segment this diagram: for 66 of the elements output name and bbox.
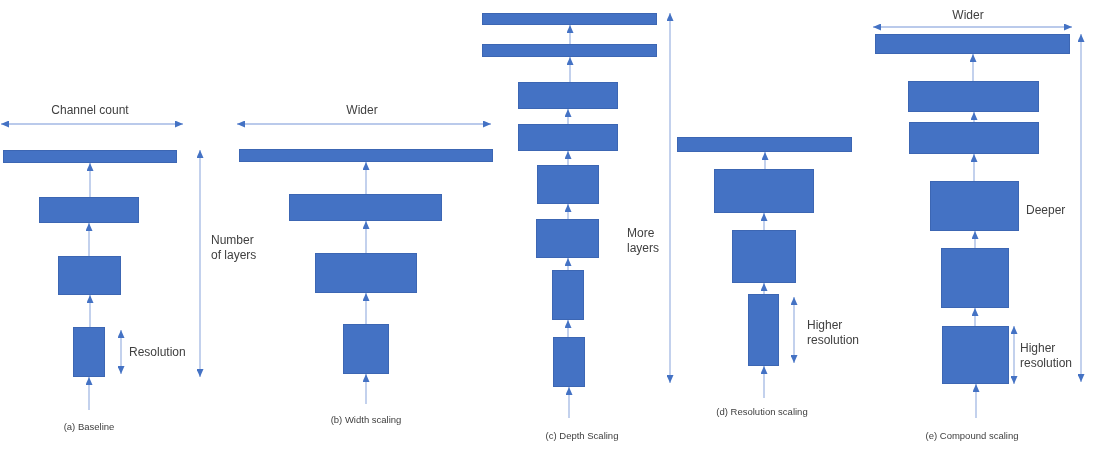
layer-block [39,197,139,223]
dimension-label: Number of layers [211,233,258,263]
arrow [564,257,572,271]
layer-block [518,82,618,109]
layer-block [518,124,618,151]
layer-block [908,81,1039,112]
layer-block [289,194,442,221]
dimension-label: Deeper [1026,203,1066,218]
layer-block [553,337,585,387]
arrow [970,111,978,123]
dimension-label: More layers [627,226,660,256]
arrow [362,220,370,254]
panel-caption: (d) Resolution scaling [716,406,808,418]
layer-block [58,256,121,295]
layer-block [536,219,599,258]
arrow [85,222,93,257]
dimension-label: Higher resolution [807,318,861,348]
arrow [760,365,768,399]
arrow [564,319,572,338]
layer-block [677,137,852,152]
arrow [971,230,979,249]
layer-block [748,294,779,366]
layer-block [239,149,493,162]
arrow [971,307,979,327]
arrow [761,151,769,170]
layer-block [714,169,814,213]
layer-block [315,253,417,293]
dimension-label: Wider [952,8,984,23]
dimension-label: Wider [346,103,378,118]
arrow [564,203,572,220]
layer-block [343,324,389,374]
arrow [362,373,370,405]
layer-block [482,13,657,25]
arrow [86,294,94,328]
panel-caption: (b) Width scaling [330,414,402,426]
arrow [972,383,980,419]
layer-block [537,165,599,204]
layer-block [909,122,1039,154]
layer-block [875,34,1070,54]
arrow [564,108,572,125]
layer-block [941,248,1009,308]
arrow [86,162,94,198]
arrow [566,24,574,45]
arrow [760,282,768,295]
layer-block [482,44,657,57]
dimension-label: Channel count [51,103,129,118]
layer-block [942,326,1009,384]
layer-block [930,181,1019,231]
arrow [565,386,573,419]
arrow [362,161,370,195]
layer-block [73,327,105,377]
layer-block [3,150,177,163]
arrow [85,376,93,411]
layer-block [552,270,584,320]
arrow [969,53,977,82]
dimension-label: Resolution [129,345,186,360]
dimension-label: Higher resolution [1020,341,1074,371]
panel-caption: (c) Depth Scaling [545,430,619,442]
arrow [970,153,978,182]
panel-caption: (a) Baseline [63,421,115,433]
layer-block [732,230,796,283]
arrow [564,150,572,166]
arrow [760,212,768,231]
arrow [566,56,574,83]
arrow [362,292,370,325]
panel-caption: (e) Compound scaling [925,430,1019,442]
